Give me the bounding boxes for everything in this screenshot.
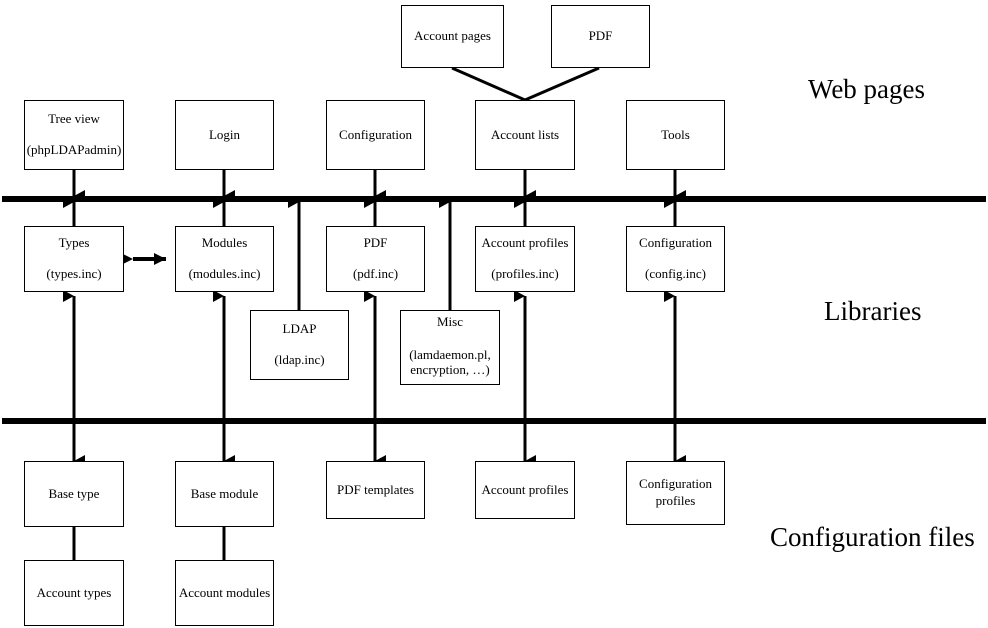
node-account-profiles-lib-label: Account profiles: [481, 235, 569, 251]
node-misc[interactable]: Misc (lamdaemon.pl, encryption, …): [400, 310, 500, 385]
node-types-sublabel: (types.inc): [46, 266, 102, 281]
node-types[interactable]: Types (types.inc): [24, 226, 124, 292]
separator-web-libraries: [2, 196, 986, 202]
node-tree-view-sublabel: (phpLDAPadmin): [26, 142, 122, 157]
node-ldap-label: LDAP: [282, 321, 317, 337]
node-misc-label: Misc: [437, 314, 463, 329]
node-configuration-web[interactable]: Configuration: [326, 100, 425, 170]
node-ldap[interactable]: LDAP (ldap.inc): [250, 310, 349, 380]
node-tools[interactable]: Tools: [626, 100, 725, 170]
node-account-pages-label: Account pages: [414, 28, 491, 44]
node-pdf-templates[interactable]: PDF templates: [326, 461, 425, 519]
node-account-types[interactable]: Account types: [24, 560, 124, 626]
node-account-profiles-files[interactable]: Account profiles: [475, 461, 575, 519]
node-base-type[interactable]: Base type: [24, 461, 124, 527]
separator-libraries-config: [2, 418, 986, 424]
node-pdf-lib-sublabel: (pdf.inc): [352, 266, 399, 281]
node-account-profiles-lib[interactable]: Account profiles (profiles.inc): [475, 226, 575, 292]
node-pdf-templates-label: PDF templates: [337, 481, 414, 497]
node-login-label: Login: [208, 126, 241, 142]
node-configuration-lib-sublabel: (config.inc): [644, 266, 706, 281]
node-modules[interactable]: Modules (modules.inc): [175, 226, 274, 292]
connector-pdf-to-account-lists: [524, 66, 600, 102]
node-configuration-profiles-label: Configuration: [639, 476, 712, 492]
node-types-label: Types: [58, 235, 90, 251]
node-misc-sublabel-1: (lamdaemon.pl,: [409, 346, 491, 362]
node-configuration-profiles[interactable]: Configuration profiles: [626, 461, 725, 525]
node-base-module[interactable]: Base module: [175, 461, 274, 527]
node-login[interactable]: Login: [175, 100, 274, 170]
node-configuration-lib[interactable]: Configuration (config.inc): [626, 226, 725, 292]
node-pdf-lib[interactable]: PDF (pdf.inc): [326, 226, 425, 292]
node-account-profiles-files-label: Account profiles: [481, 481, 569, 497]
node-configuration-web-label: Configuration: [339, 126, 412, 142]
node-pdf-top-label: PDF: [588, 28, 613, 44]
node-account-profiles-lib-sublabel: (profiles.inc): [491, 266, 559, 281]
node-tools-label: Tools: [661, 126, 690, 142]
node-base-type-label: Base type: [48, 485, 100, 501]
connector-account-pages-to-account-lists: [451, 66, 526, 102]
node-account-types-label: Account types: [36, 584, 112, 600]
node-misc-sublabel-2: encryption, …): [410, 361, 490, 377]
node-base-module-label: Base module: [190, 485, 259, 501]
node-account-pages[interactable]: Account pages: [401, 5, 504, 68]
node-account-lists[interactable]: Account lists: [475, 100, 575, 170]
node-modules-sublabel: (modules.inc): [188, 266, 261, 281]
node-tree-view-label: Tree view: [48, 111, 100, 127]
node-pdf-lib-label: PDF: [363, 235, 388, 251]
band-label-configuration-files: Configuration files: [770, 522, 975, 552]
band-label-web-pages: Web pages: [808, 74, 926, 104]
node-configuration-lib-label: Configuration: [639, 235, 712, 251]
node-account-lists-label: Account lists: [490, 126, 560, 142]
node-pdf-top[interactable]: PDF: [551, 5, 650, 68]
node-modules-label: Modules: [201, 235, 248, 251]
node-account-modules[interactable]: Account modules: [175, 560, 274, 626]
band-label-libraries: Libraries: [824, 296, 922, 326]
node-ldap-sublabel: (ldap.inc): [274, 352, 325, 367]
node-tree-view[interactable]: Tree view (phpLDAPadmin): [24, 100, 124, 170]
node-account-modules-label: Account modules: [178, 584, 271, 600]
node-configuration-profiles-sublabel: profiles: [655, 493, 696, 508]
